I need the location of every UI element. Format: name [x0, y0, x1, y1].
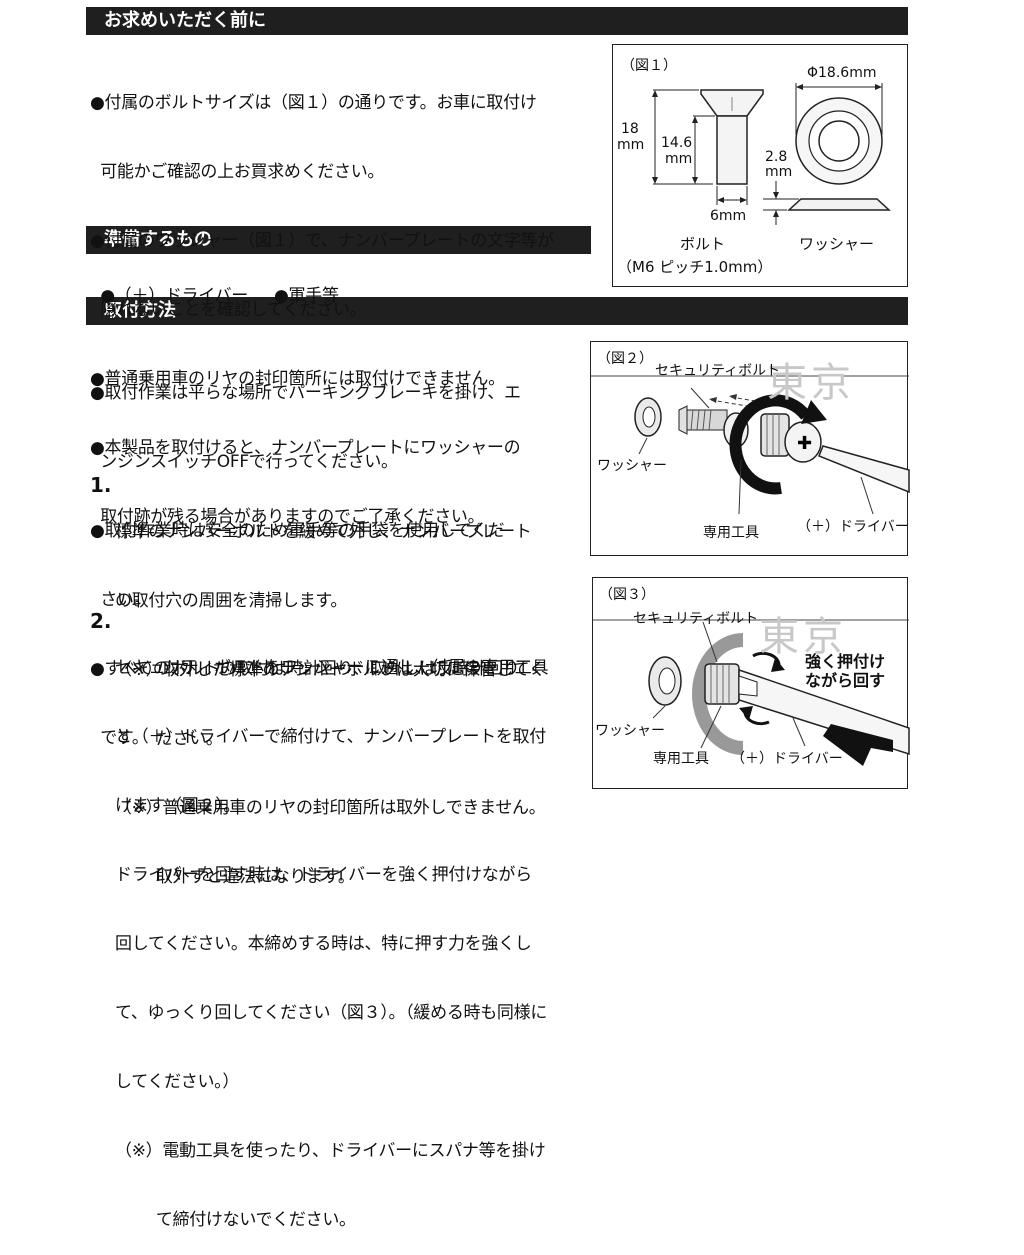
step-line: セキュリティボルトをワッシャーに通し、付属の専用工具 — [115, 658, 549, 678]
dim-18-unit: mm — [617, 137, 645, 153]
section-title: 準備するもの — [104, 229, 212, 250]
tokyo-watermark: 東京 — [759, 614, 847, 660]
note-line: 取付跡が残る場合がありますのでご了承ください。 — [90, 507, 485, 527]
note-line: ●本製品を取付けると、ナンバープレートにワッシャーの — [90, 438, 521, 458]
security-bolt-label: セキュリティボルト — [655, 363, 781, 379]
step-1-number: 1. — [90, 473, 112, 497]
step-line: （※）取外した標準のナンバーボルトは大切に保管してく — [115, 660, 546, 680]
tool-label: 専用工具 — [653, 751, 709, 767]
step-line: 回してください。本締めする時は、特に押す力を強くし — [115, 934, 532, 954]
step-line: （※）電動工具を使ったり、ドライバーにスパナ等を掛け — [115, 1141, 546, 1161]
figure-2-title: （図２） — [597, 351, 653, 367]
step-line: 標準のナンバーボルトを緩めて外し、ナンバープレート — [115, 522, 532, 542]
step-line: の取付穴の周囲を清掃します。 — [115, 591, 348, 611]
dim-18-value: 18 — [621, 121, 639, 137]
prep-item-gloves: ●軍手等 — [274, 286, 339, 306]
note-line: 可能かご確認の上お買求めください。 — [90, 162, 385, 182]
section-header-before-purchase: お求めいただく前に — [86, 7, 908, 35]
prep-item-driver: ●（＋）ドライバー — [100, 286, 249, 306]
figure-1-bolt-dimensions: （図１） 18 mm 14.6 mm 6mm Φ18.6mm 2.8 mm ボル… — [612, 44, 908, 287]
note-line: ●普通乗用車のリヤの封印箇所には取付けできません。 — [90, 369, 505, 389]
figure-3-title: （図３） — [599, 587, 655, 603]
washer-label: ワッシャー — [597, 458, 667, 474]
tool-label: 専用工具 — [703, 525, 759, 541]
note-line: 隠れないことを確認してください。 — [90, 300, 367, 320]
step-line: してください。） — [115, 1072, 240, 1092]
step-line: と（＋）ドライバーで締付けて、ナンバープレートを取付 — [115, 727, 546, 747]
dim-phi-18-6: Φ18.6mm — [807, 65, 877, 81]
figure-1-title: （図１） — [621, 58, 677, 74]
note-line: ●取付作業時は安全のため軍手等の手袋を使用してくだ — [90, 521, 505, 541]
step-line: ドライバーを回す時は、ドライバーを強く押付けながら — [115, 865, 532, 885]
step-line: て、ゆっくり回してください（図３）。（緩める時も同様に — [115, 1003, 548, 1023]
figure-2-drawing: ✚ — [591, 375, 910, 515]
svg-text:✚: ✚ — [797, 433, 812, 454]
note-line: さい。 — [90, 590, 151, 610]
section-header-preparation: 準備するもの — [86, 226, 591, 254]
figure-3-drawing — [593, 619, 910, 766]
note-line: ●すべてのボルトの取付は時計回り、取外しは反時計回り — [90, 659, 520, 679]
section-title: 取付方法 — [104, 300, 176, 321]
note-line: ●付属のボルトサイズは（図１）の通りです。お車に取付け — [90, 93, 537, 113]
section-header-installation: 取付方法 — [86, 297, 908, 325]
preparation-items: ●（＋）ドライバー ●軍手等 — [90, 262, 339, 308]
driver-label: （＋）ドライバー — [797, 519, 909, 535]
dim-2-8-unit: mm — [765, 164, 793, 180]
bolt-label: ボルト — [680, 235, 726, 253]
note-line: ンジンスイッチOFFで行ってください。 — [90, 452, 398, 472]
figure-3-final-tightening: 東京 （図３） セキュリティボルト 強く押付け ながら回す ワッシャー 専用工具… — [592, 577, 910, 789]
bolt-spec: （M6 ピッチ1.0mm） — [617, 258, 773, 276]
figure-2-installation: ✚ 東京 （図２） セキュリティボルト ワッシャー 専用工具 （＋）ドライバー — [590, 341, 910, 556]
push-while-turning-note: 強く押付け ながら回す — [805, 652, 886, 690]
step-2-text: セキュリティボルトをワッシャーに通し、付属の専用工具 と（＋）ドライバーで締付け… — [115, 611, 548, 1255]
step-line: て締付けないでください。 — [115, 1210, 356, 1230]
before-purchase-notes: ●付属のボルトサイズは（図１）の通りです。お車に取付け 可能かご確認の上お買求め… — [90, 46, 554, 552]
security-bolt-label: セキュリティボルト — [633, 611, 759, 627]
figure-1-drawing — [652, 83, 891, 225]
dim-14-6-value: 14.6 — [661, 135, 693, 151]
washer-label: ワッシャー — [595, 723, 665, 739]
note-line: ●取付作業は平らな場所でパーキングブレーキを掛け、エ — [90, 383, 521, 403]
driver-label: （＋）ドライバー — [731, 751, 843, 767]
note-line: ●付属のワッシャー（図１）で、ナンバープレートの文字等が — [90, 231, 554, 251]
tokyo-watermark: 東京 — [767, 360, 855, 406]
dim-2-8-value: 2.8 — [765, 149, 788, 165]
washer-label: ワッシャー — [799, 235, 875, 253]
dim-6mm: 6mm — [710, 208, 747, 224]
section-title: お求めいただく前に — [104, 10, 266, 31]
dim-14-6-unit: mm — [665, 151, 693, 167]
installation-notes: ●取付作業は平らな場所でパーキングブレーキを掛け、エ ンジンスイッチOFFで行っ… — [90, 336, 521, 773]
note-line: です。 — [90, 728, 149, 748]
step-2-number: 2. — [90, 609, 112, 633]
step-line: ださい。 — [115, 729, 223, 749]
